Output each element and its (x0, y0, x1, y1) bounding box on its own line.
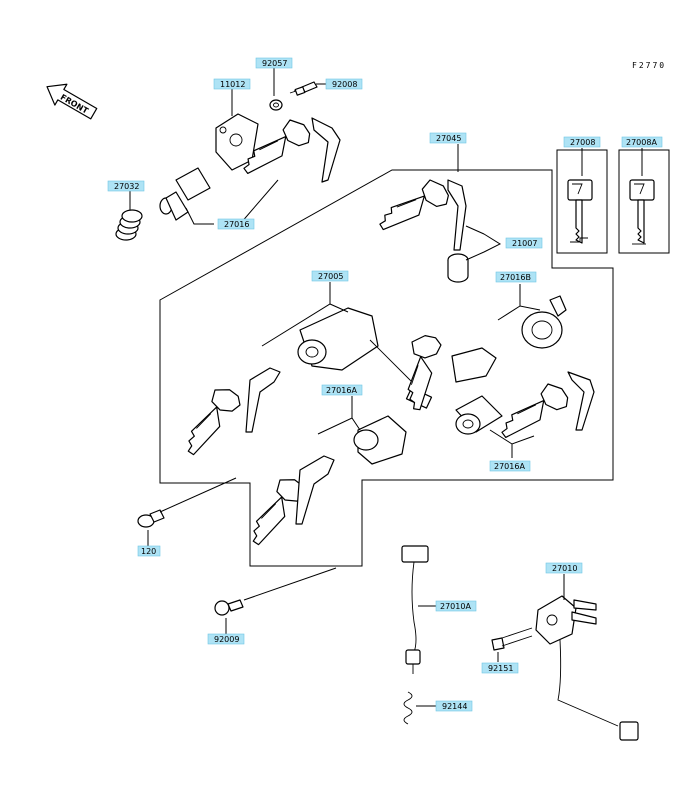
leader-screw-92009 (243, 567, 337, 601)
tag-key-27008 (567, 179, 593, 244)
svg-text:92057: 92057 (262, 59, 287, 68)
callout-27045: 27045 (429, 132, 467, 144)
lock-27016A-lower-part (353, 415, 407, 465)
svg-text:11012: 11012 (220, 80, 245, 89)
screw-92008-part (289, 81, 318, 96)
callout-11012: 11012 (213, 78, 251, 90)
svg-text:27008A: 27008A (626, 138, 657, 147)
keyset-27016B (398, 332, 497, 412)
svg-text:92008: 92008 (332, 80, 357, 89)
switch-27010A-part (401, 545, 429, 674)
leader-screw-120 (159, 477, 237, 513)
svg-text:120: 120 (141, 547, 156, 556)
callout-92144: 92144 (435, 700, 473, 712)
top-key-set (240, 109, 341, 193)
svg-text:27032: 27032 (114, 182, 139, 191)
callout-27016B: 27016B (495, 271, 537, 283)
svg-text:27010A: 27010A (440, 602, 471, 611)
keyset-27016A-lower (250, 455, 335, 554)
svg-text:27016A: 27016A (326, 386, 357, 395)
lock-27016B-part (521, 295, 567, 349)
callout-92008: 92008 (325, 78, 363, 90)
svg-text:27045: 27045 (436, 134, 461, 143)
callout-27008A: 27008A (621, 136, 663, 148)
callout-27032: 27032 (107, 180, 145, 192)
cylinder-part (159, 167, 211, 221)
svg-text:92009: 92009 (214, 635, 239, 644)
svg-text:21007: 21007 (512, 239, 537, 248)
switch-27010-part (535, 595, 639, 741)
figure-code: F2770 (632, 61, 666, 70)
callout-120: 120 (137, 545, 161, 557)
key-box-27008A (618, 149, 670, 254)
bolt-92151-part (491, 627, 533, 651)
callout-21007: 21007 (505, 237, 543, 249)
svg-text:27016B: 27016B (500, 273, 531, 282)
keyset-27045 (376, 168, 467, 251)
svg-text:27016: 27016 (224, 220, 249, 229)
ignition-switch-27005 (297, 307, 433, 409)
callout-27016A-upper: 27016A (321, 384, 363, 396)
callout-92057: 92057 (255, 57, 293, 69)
callout-27010A: 27010A (435, 600, 477, 612)
keyset-27016A-right (498, 371, 595, 457)
screw-92009-part (214, 599, 244, 616)
callout-27008: 27008 (563, 136, 601, 148)
callout-92009: 92009 (207, 633, 245, 645)
tag-key-27008A (629, 179, 655, 245)
svg-text:27008: 27008 (570, 138, 595, 147)
spring-92144-part (403, 691, 413, 725)
leader-lines (129, 64, 643, 707)
callout-27016A-right: 27016A (489, 460, 531, 472)
callout-92151: 92151 (481, 662, 519, 674)
screw-120-part (137, 509, 165, 528)
washer-part (269, 99, 283, 111)
svg-text:27016A: 27016A (494, 462, 525, 471)
svg-text:92144: 92144 (442, 702, 467, 711)
front-arrow-icon: FRONT (46, 83, 98, 120)
lock-core-21007-part (447, 253, 469, 283)
keyset-27005 (185, 367, 281, 464)
assembly-frame (159, 169, 614, 567)
spring-part (115, 209, 143, 241)
callout-27010: 27010 (545, 562, 583, 574)
svg-text:27005: 27005 (318, 272, 343, 281)
svg-text:27010: 27010 (552, 564, 577, 573)
callout-27005: 27005 (311, 270, 349, 282)
callout-27016: 27016 (217, 218, 255, 230)
svg-text:92151: 92151 (488, 664, 513, 673)
lock-27016A-right-part (455, 395, 503, 435)
